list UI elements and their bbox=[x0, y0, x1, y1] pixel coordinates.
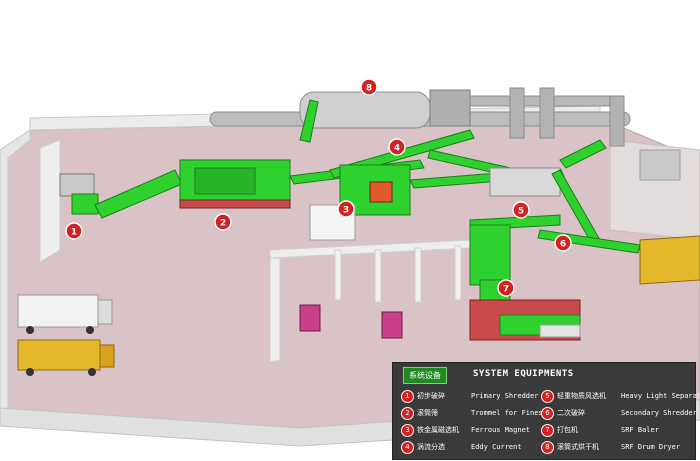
legend-item-en: Eddy Current bbox=[471, 440, 522, 454]
svg-text:3: 3 bbox=[343, 206, 349, 216]
svg-text:8: 8 bbox=[366, 84, 372, 94]
legend-title-cn: 系统设备 bbox=[403, 367, 447, 384]
legend-badge: 1 bbox=[401, 390, 414, 403]
legend-item-cn: 初步破碎 bbox=[417, 389, 471, 403]
legend-badge: 7 bbox=[541, 424, 554, 437]
legend-item-en: SRF Baler bbox=[621, 423, 659, 437]
baler-machine bbox=[470, 300, 580, 340]
bay-divider bbox=[335, 250, 341, 300]
truck-yellow-right bbox=[640, 236, 700, 284]
marker-6: 6 bbox=[555, 235, 571, 251]
legend-badge: 2 bbox=[401, 407, 414, 420]
marker-1: 1 bbox=[66, 223, 82, 239]
legend-item-en: Secondary Shredder bbox=[621, 406, 697, 420]
inner-wall-bottom bbox=[270, 258, 280, 362]
legend-badge: 4 bbox=[401, 441, 414, 454]
svg-text:1: 1 bbox=[71, 228, 77, 238]
marker-8: 8 bbox=[361, 79, 377, 95]
legend-badge: 5 bbox=[541, 390, 554, 403]
legend-title-en: SYSTEM EQUIPMENTS bbox=[473, 369, 574, 379]
legend-header: 系统设备 SYSTEM EQUIPMENTS bbox=[393, 363, 695, 385]
marker-2: 2 bbox=[215, 214, 231, 230]
bay-divider bbox=[415, 248, 421, 302]
storage-racks bbox=[640, 150, 680, 180]
bay-divider bbox=[375, 250, 381, 302]
trommel-machine bbox=[180, 160, 290, 208]
legend-item-en: Ferrous Magnet bbox=[471, 423, 530, 437]
legend-item-cn: 轻重物质风选机 bbox=[557, 389, 621, 403]
legend-item-cn: 滚筒筛 bbox=[417, 406, 471, 420]
legend-item-cn: 铁金属磁选机 bbox=[417, 423, 471, 437]
legend-item-cn: 二次破碎 bbox=[557, 406, 621, 420]
legend-badge: 6 bbox=[541, 407, 554, 420]
legend-item-en: Heavy Light Separator bbox=[621, 389, 700, 403]
svg-text:6: 6 bbox=[560, 240, 566, 250]
collection-bin bbox=[300, 305, 320, 331]
inner-wall-left bbox=[40, 140, 60, 262]
svg-text:7: 7 bbox=[503, 285, 509, 295]
legend-item-en: Trommel for Fines bbox=[471, 406, 543, 420]
legend-item-en: Primary Shredder bbox=[471, 389, 538, 403]
marker-5: 5 bbox=[513, 202, 529, 218]
marker-3: 3 bbox=[338, 201, 354, 217]
svg-text:4: 4 bbox=[394, 144, 400, 154]
svg-text:2: 2 bbox=[220, 219, 226, 229]
legend-badge: 3 bbox=[401, 424, 414, 437]
bay-divider bbox=[455, 246, 461, 300]
svg-text:5: 5 bbox=[518, 207, 524, 217]
legend-badge: 8 bbox=[541, 441, 554, 454]
collection-bin bbox=[382, 312, 402, 338]
marker-7: 7 bbox=[498, 280, 514, 296]
legend-item-cn: 滚筒式烘干机 bbox=[557, 440, 621, 454]
legend-item-en: SRF Drum Dryer bbox=[621, 440, 680, 454]
marker-4: 4 bbox=[389, 139, 405, 155]
legend-item-cn: 打包机 bbox=[557, 423, 621, 437]
legend-item-cn: 涡流分选 bbox=[417, 440, 471, 454]
